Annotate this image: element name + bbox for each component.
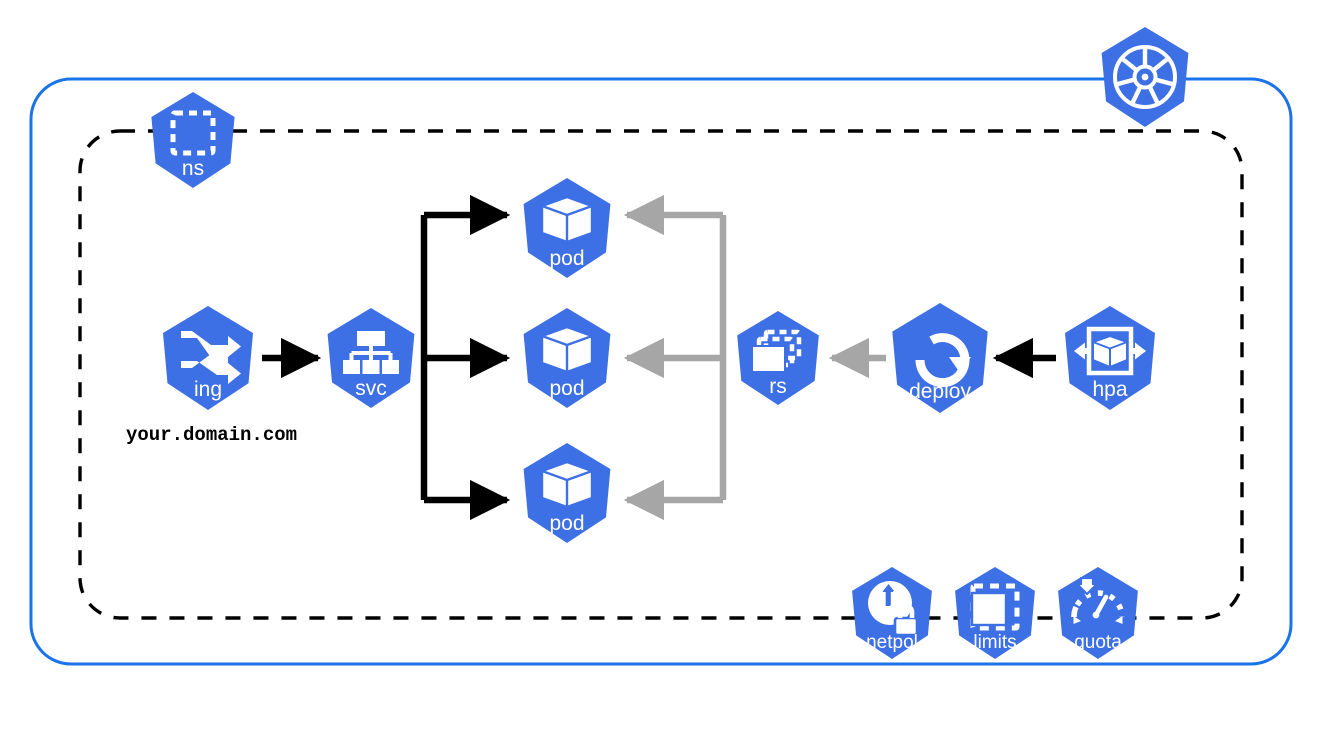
namespace-icon [170,110,216,156]
node-netpol-label: netpol [866,632,918,653]
node-deploy-label: deploy [909,380,971,403]
edge-svc-to-pods [420,194,511,521]
pod-icon [540,195,594,244]
node-hpa-label: hpa [1092,378,1127,401]
node-ing[interactable]: ing [163,306,253,410]
kubernetes-wheel-icon [1113,45,1177,109]
pod-icon [540,325,594,374]
node-hpa[interactable]: hpa [1065,306,1155,410]
node-ns-label: ns [182,157,204,180]
deployment-icon [915,333,971,388]
hpa-icon [1074,326,1146,376]
namespace-boundary [78,129,1244,620]
node-pod-2-label: pod [549,377,584,400]
node-netpol[interactable]: netpol [852,567,932,659]
limitrange-icon [970,583,1020,631]
node-rs[interactable]: rs [737,311,819,405]
node-limits-label: limits [973,632,1016,653]
node-quota-label: quota [1074,632,1122,653]
node-ing-label: ing [194,378,222,401]
networkpolicy-icon [868,581,919,637]
node-pod-3[interactable]: pod [523,443,611,543]
resourcequota-icon [1071,576,1125,624]
node-quota[interactable]: quota [1058,567,1138,659]
node-svc[interactable]: svc [327,308,415,408]
pod-icon [540,460,594,509]
domain-annotation: your.domain.com [126,424,297,446]
replicaset-icon [751,329,802,373]
node-pod-1-label: pod [549,247,584,270]
service-icon [343,331,399,374]
ingress-icon [181,331,241,384]
node-deploy[interactable]: deploy [892,303,988,413]
node-pod-3-label: pod [549,512,584,535]
edge-rs-to-pods [623,194,727,521]
node-pod-2[interactable]: pod [523,308,611,408]
node-pod-1[interactable]: pod [523,178,611,278]
kubernetes-logo [1101,27,1189,127]
node-rs-label: rs [769,375,787,398]
node-svc-label: svc [355,377,387,400]
node-ns[interactable]: ns [151,92,235,188]
node-limits[interactable]: limits [955,567,1035,659]
cluster-boundary [29,77,1293,666]
